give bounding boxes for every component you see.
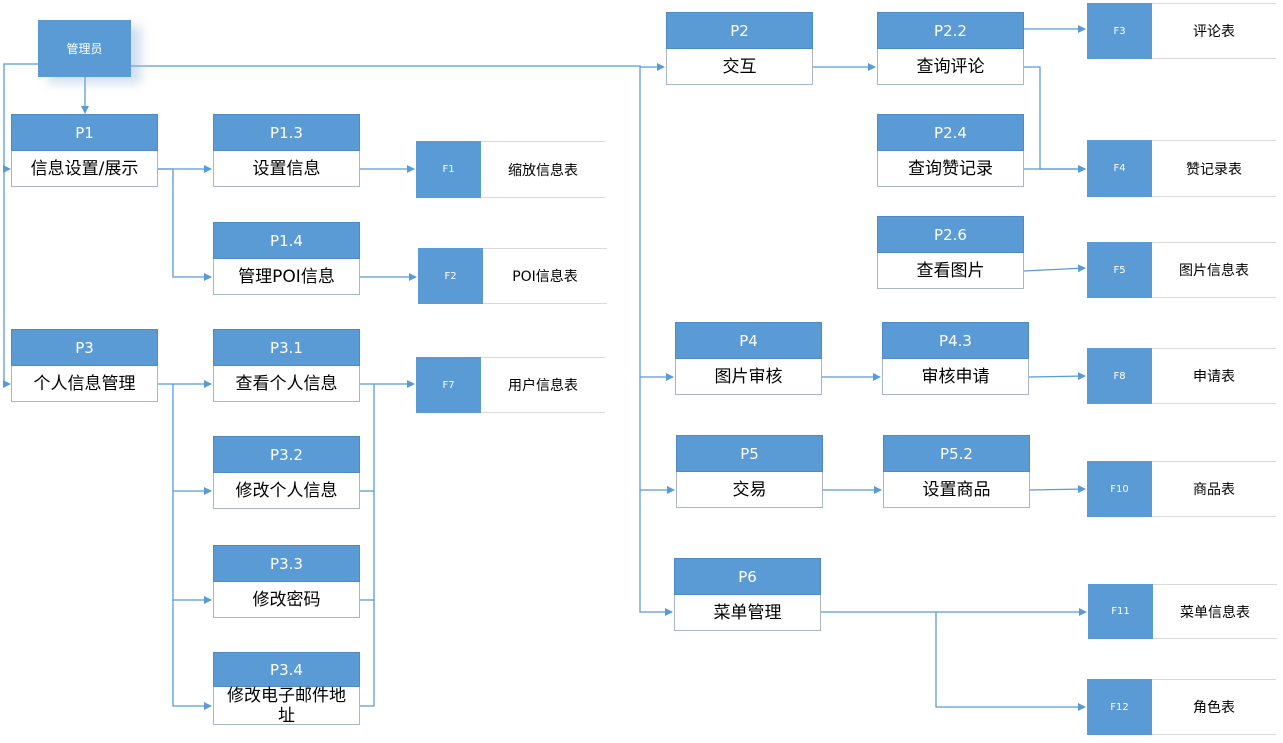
connector-p2-2-to-f4 — [1024, 66, 1086, 173]
store-f12-name: 角色表 — [1152, 679, 1276, 735]
store-f8-id: F8 — [1087, 348, 1152, 404]
store-f3-name: 评论表 — [1152, 3, 1276, 59]
process-p3-2-name: 修改个人信息 — [213, 473, 360, 509]
process-p1-4-name: 管理POI信息 — [213, 259, 360, 295]
store-f11-id: F11 — [1088, 584, 1153, 639]
connector-p3-4-to-bus — [360, 384, 375, 707]
connector-admin-left-spine — [3, 63, 38, 173]
store-f4-id: F4 — [1087, 140, 1152, 197]
connector-p3-to-p3-2 — [172, 384, 212, 495]
connector-p2-6-to-f5 — [1023, 264, 1086, 273]
process-p4-id: P4 — [675, 322, 822, 359]
connector-admin-to-p2 — [131, 63, 665, 71]
process-p6-id: P6 — [674, 558, 821, 595]
process-p6-name: 菜单管理 — [674, 595, 821, 631]
connector-p3-to-p3-3 — [172, 491, 212, 604]
connector-trunk-to-p6 — [639, 490, 673, 616]
process-p3-id: P3 — [11, 329, 158, 366]
store-f11-name: 菜单信息表 — [1153, 584, 1277, 639]
process-p4-3-id: P4.3 — [882, 322, 1029, 359]
admin-entity: 管理员 — [38, 20, 131, 77]
connector-p6-to-f12 — [935, 612, 1086, 711]
store-f4-name: 赞记录表 — [1152, 140, 1276, 197]
connector-trunk-to-p4 — [639, 66, 674, 381]
connector-p4-3-to-f8 — [1028, 372, 1086, 381]
store-f7-name: 用户信息表 — [481, 357, 605, 413]
connector-trunk-to-p5 — [639, 377, 675, 494]
process-p3-4-name: 修改电子邮件地址 — [213, 686, 360, 726]
process-p2-name: 交互 — [666, 49, 813, 85]
store-f2-id: F2 — [418, 248, 483, 304]
store-f7-id: F7 — [416, 357, 481, 413]
process-p3-3-name: 修改密码 — [213, 582, 360, 618]
process-p2-2-name: 查询评论 — [877, 49, 1024, 85]
store-f1-id: F1 — [416, 141, 481, 198]
admin-label: 管理员 — [66, 42, 103, 56]
process-p4-3-name: 审核申请 — [882, 359, 1029, 395]
store-f5-name: 图片信息表 — [1152, 242, 1276, 298]
process-p1-name: 信息设置/展示 — [11, 151, 158, 187]
process-p2-6-id: P2.6 — [877, 216, 1024, 253]
store-f8-name: 申请表 — [1152, 348, 1276, 404]
process-p1-4-id: P1.4 — [213, 222, 360, 259]
process-p3-2-id: P3.2 — [213, 436, 360, 473]
connector-p3-to-p3-4 — [172, 600, 212, 710]
process-p5-2-name: 设置商品 — [883, 472, 1030, 508]
connector-p1-to-p1-4 — [158, 168, 212, 281]
process-p3-4-id: P3.4 — [213, 652, 360, 687]
store-f12-id: F12 — [1087, 679, 1152, 735]
store-f10-id: F10 — [1087, 461, 1152, 517]
connector-p5-2-to-f10 — [1029, 485, 1086, 494]
process-p1-3-name: 设置信息 — [213, 151, 360, 187]
process-p4-name: 图片审核 — [675, 359, 822, 395]
process-p3-1-id: P3.1 — [213, 329, 360, 366]
process-p2-2-id: P2.2 — [877, 12, 1024, 49]
process-p2-4-name: 查询赞记录 — [877, 151, 1024, 187]
store-f1-name: 缩放信息表 — [481, 141, 605, 198]
store-f10-name: 商品表 — [1152, 461, 1276, 517]
process-p2-6-name: 查看图片 — [877, 253, 1024, 289]
process-p3-name: 个人信息管理 — [11, 366, 158, 402]
connector-spine-to-p3 — [3, 169, 11, 388]
process-p2-id: P2 — [666, 12, 813, 49]
store-f5-id: F5 — [1087, 242, 1152, 298]
process-p3-3-id: P3.3 — [213, 545, 360, 582]
process-p5-name: 交易 — [676, 472, 823, 508]
process-p1-id: P1 — [11, 114, 158, 151]
process-p5-2-id: P5.2 — [883, 435, 1030, 472]
process-p1-3-id: P1.3 — [213, 114, 360, 151]
store-f2-name: POI信息表 — [483, 248, 607, 304]
process-p3-1-name: 查看个人信息 — [213, 366, 360, 402]
process-p5-id: P5 — [676, 435, 823, 472]
store-f3-id: F3 — [1087, 3, 1152, 59]
process-p2-4-id: P2.4 — [877, 114, 1024, 151]
